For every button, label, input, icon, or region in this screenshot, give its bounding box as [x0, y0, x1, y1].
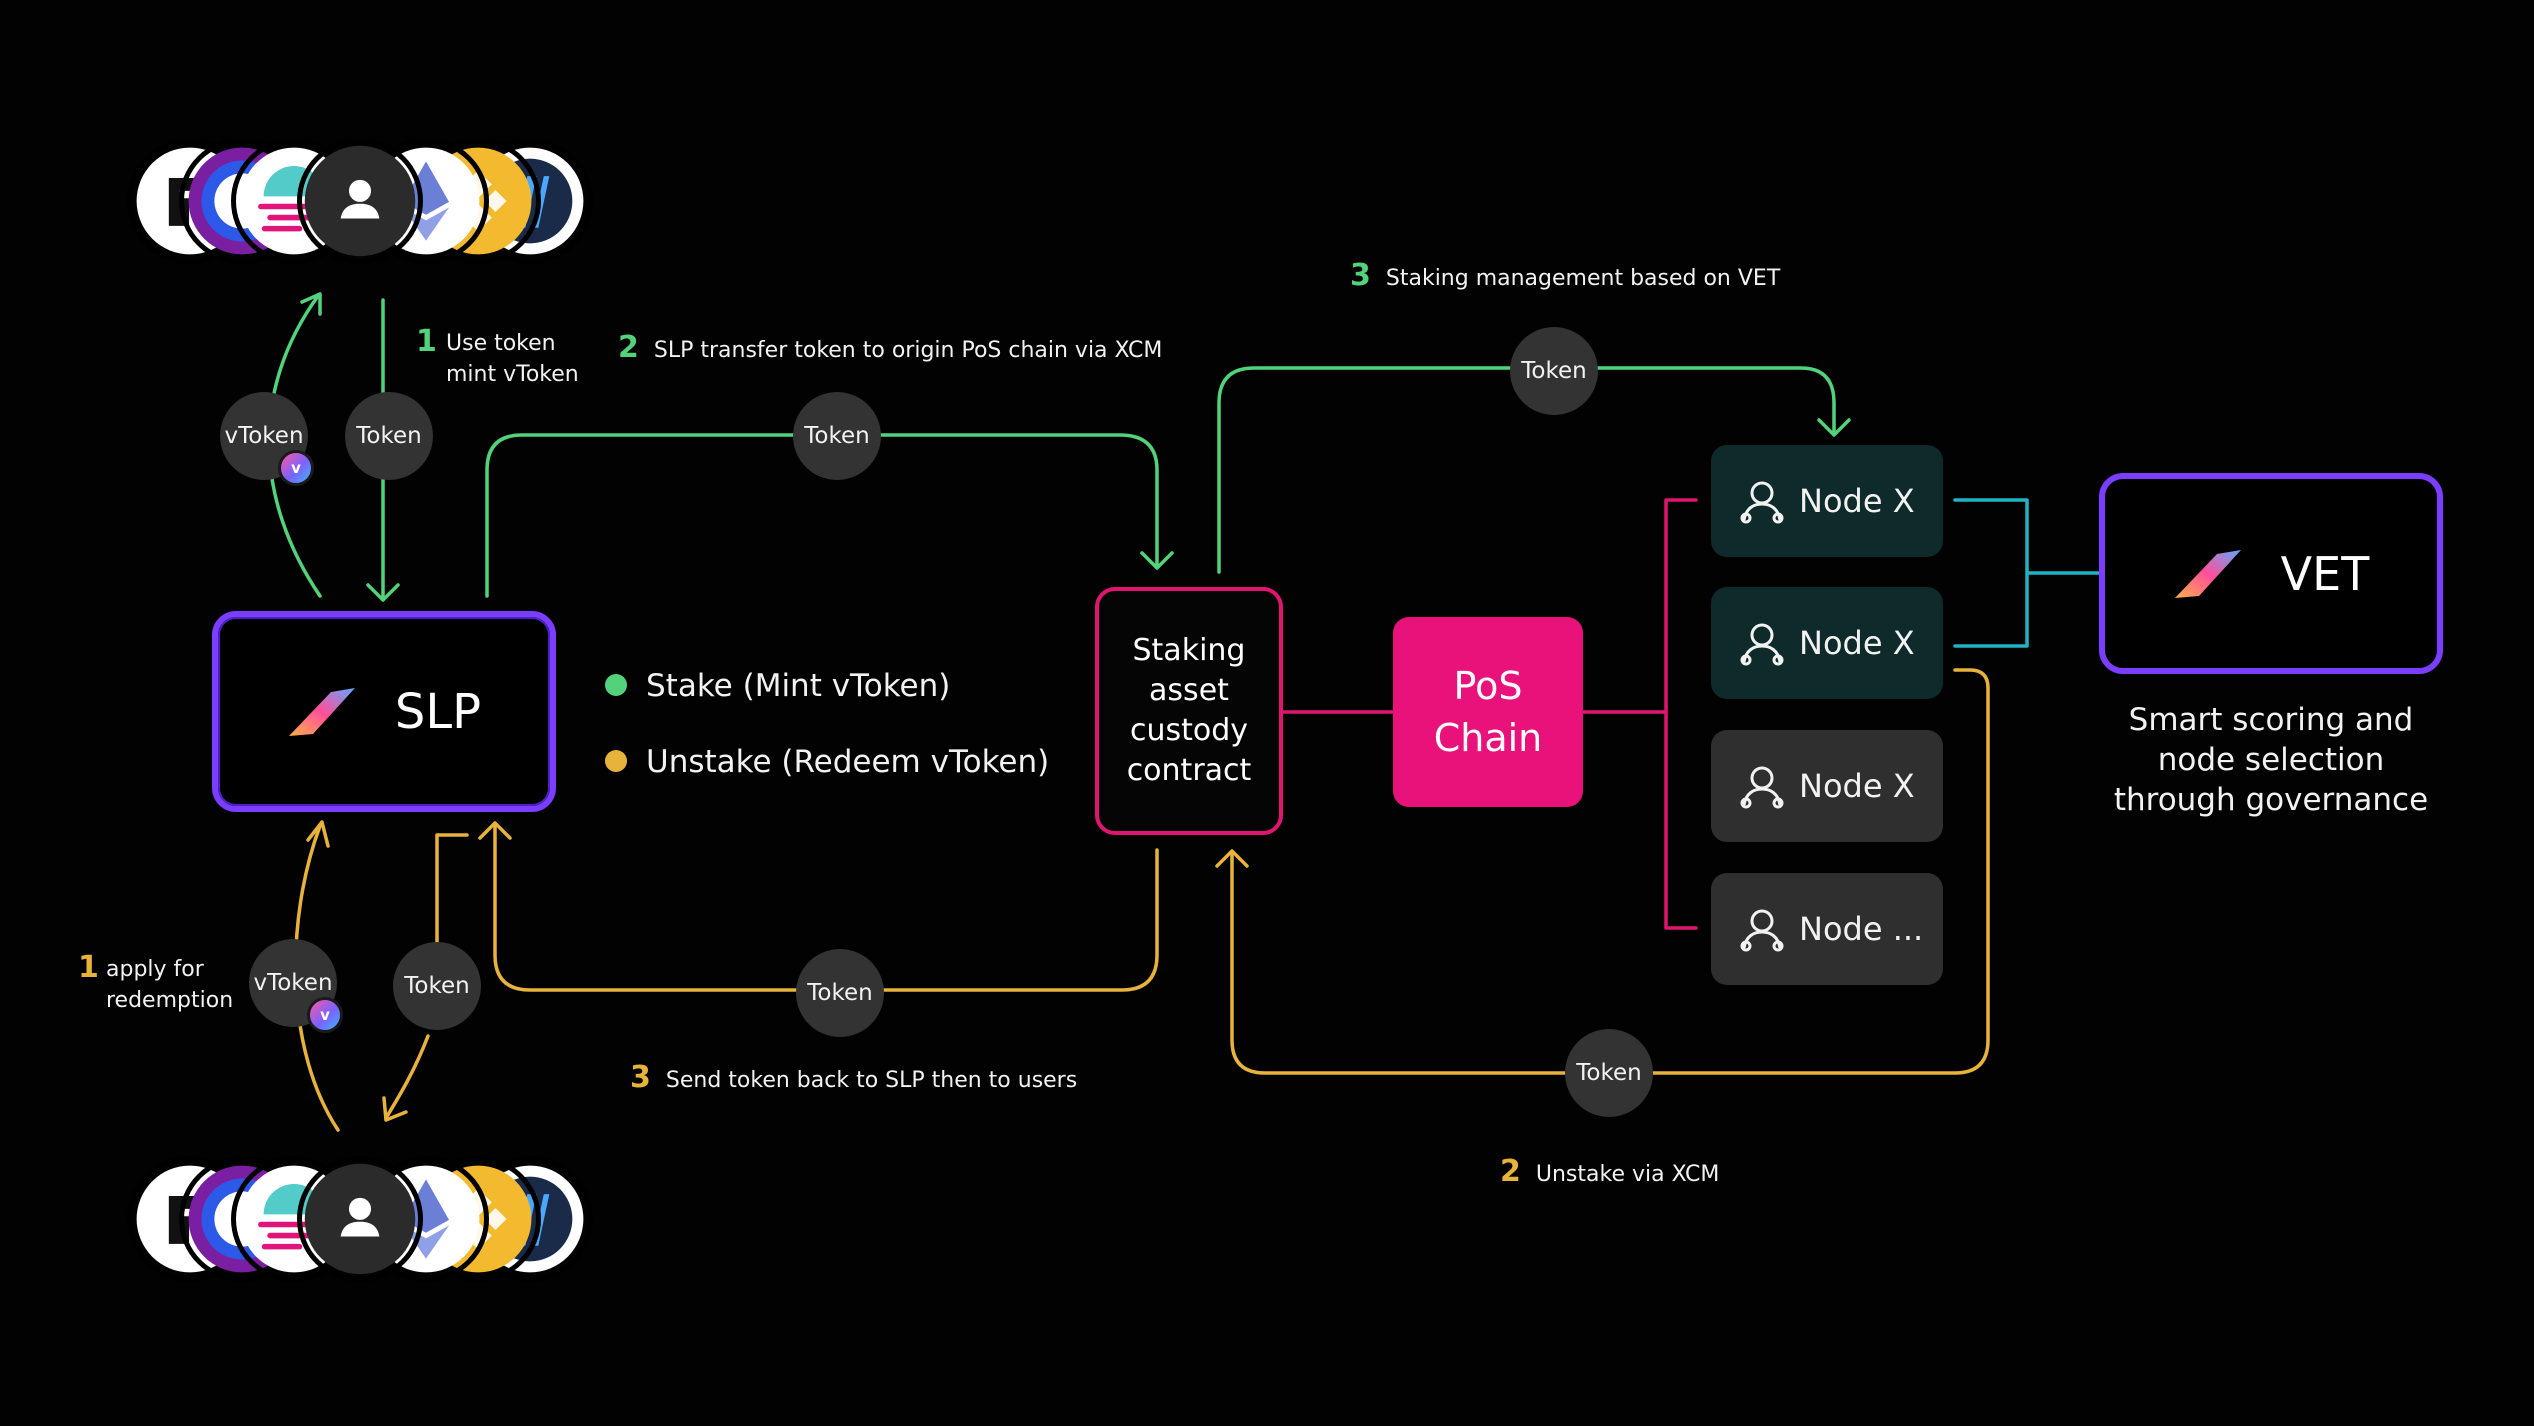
vtoken-bubble-top: vToken v	[220, 392, 314, 486]
slp-box: SLP	[212, 611, 556, 812]
step-number: 1	[416, 324, 437, 359]
user-icon	[1740, 766, 1784, 809]
bifrost-logo-icon	[2174, 549, 2241, 598]
magenta-bracket-nodes	[1664, 498, 1698, 930]
token-bubble-management: Token	[1510, 327, 1598, 415]
teal-link-nodes-vet	[1953, 498, 2101, 648]
step-number: 2	[1500, 1154, 1521, 1189]
user-icon	[1740, 623, 1784, 666]
vet-caption-line2: node selection	[2157, 742, 2385, 778]
vet-box: VET	[2099, 473, 2443, 674]
legend-dot-unstake	[605, 750, 627, 772]
pos-chain-box: PoS Chain	[1393, 617, 1583, 807]
custody-line2: asset	[1149, 673, 1229, 708]
user-icon	[1740, 909, 1784, 952]
step-use-token: 1 Use token mint vToken	[416, 324, 579, 390]
step-number: 3	[1350, 258, 1371, 293]
token-bubble-transfer-label: Token	[804, 423, 870, 449]
vet-caption: Smart scoring and node selection through…	[2099, 700, 2443, 820]
step-use-token-line2: mint vToken	[446, 362, 579, 387]
token-bubble-unstake-label: Token	[1576, 1060, 1642, 1086]
vtoken-bubble-bottom-label: vToken	[253, 970, 333, 996]
token-bubble-top: Token	[345, 392, 433, 480]
node-card: Node X	[1711, 445, 1943, 557]
node-card: Node X	[1711, 587, 1943, 699]
legend-stake-label: Stake (Mint vToken)	[646, 668, 951, 704]
token-bubble-unstake: Token	[1565, 1029, 1653, 1117]
vtoken-badge-icon: v	[307, 997, 343, 1033]
token-bubble-return-label: Token	[807, 980, 873, 1006]
top-avatar-cluster	[127, 138, 627, 268]
legend-dot-stake	[605, 674, 627, 696]
step-staking-management: 3 Staking management based on VET	[1350, 258, 1780, 293]
step-unstake-xcm: 2 Unstake via XCM	[1500, 1154, 1719, 1189]
token-bubble-return: Token	[796, 949, 884, 1037]
step-staking-management-text: Staking management based on VET	[1385, 266, 1781, 291]
token-bubble-bottom: Token	[393, 942, 481, 1030]
staking-custody-contract-box: Staking asset custody contract	[1095, 587, 1283, 835]
step-number: 1	[78, 950, 99, 985]
bifrost-logo-icon	[288, 687, 355, 736]
vtoken-badge-icon: v	[278, 450, 314, 486]
slp-label: SLP	[394, 683, 482, 740]
pos-line1: PoS	[1453, 664, 1523, 708]
vet-caption-line3: through governance	[2113, 782, 2429, 818]
bottom-avatar-cluster	[127, 1156, 627, 1286]
user-avatar-icon	[297, 1156, 423, 1282]
user-avatar-icon	[297, 138, 423, 264]
gold-arc-token-down	[384, 1034, 430, 1120]
coin-graphic	[304, 1163, 416, 1275]
pos-line2: Chain	[1433, 716, 1543, 760]
step-slp-transfer: 2 SLP transfer token to origin PoS chain…	[618, 330, 1162, 365]
step-apply-redemption: 1 apply for redemption	[78, 950, 234, 1016]
step-apply-redemption-line2: redemption	[106, 988, 234, 1013]
step-unstake-xcm-text: Unstake via XCM	[1535, 1162, 1720, 1187]
step-slp-transfer-text: SLP transfer token to origin PoS chain v…	[653, 338, 1163, 363]
token-bubble-top-label: Token	[356, 423, 422, 449]
vtoken-bubble-bottom: vToken v	[249, 939, 343, 1033]
legend-unstake-label: Unstake (Redeem vToken)	[646, 744, 1050, 780]
step-number: 3	[630, 1060, 651, 1095]
node-label: Node X	[1799, 767, 1915, 805]
custody-line4: contract	[1126, 753, 1252, 788]
step-send-back-text: Send token back to SLP then to users	[665, 1068, 1078, 1093]
node-label: Node X	[1799, 624, 1915, 662]
gold-line-nodes-to-custody	[1230, 668, 1990, 1075]
gold-line-bottom-token	[435, 833, 469, 947]
user-icon	[1740, 481, 1784, 524]
custody-line3: custody	[1129, 713, 1249, 748]
node-card: Node X	[1711, 730, 1943, 842]
vtoken-bubble-top-label: vToken	[224, 423, 304, 449]
vet-caption-line1: Smart scoring and	[2128, 702, 2414, 738]
vet-label: VET	[2280, 546, 2370, 601]
node-card: Node ...	[1711, 873, 1943, 985]
step-use-token-line1: Use token	[446, 331, 556, 356]
custody-line1: Staking	[1132, 633, 1246, 668]
token-bubble-transfer: Token	[793, 392, 881, 480]
coin-graphic	[304, 145, 416, 257]
token-bubble-bottom-label: Token	[404, 973, 470, 999]
green-line-slp-to-custody	[485, 433, 1159, 598]
token-bubble-management-label: Token	[1521, 358, 1587, 384]
step-number: 2	[618, 330, 639, 365]
node-label: Node X	[1799, 482, 1915, 520]
step-send-back: 3 Send token back to SLP then to users	[630, 1060, 1077, 1095]
node-label: Node ...	[1799, 910, 1924, 948]
step-apply-redemption-line1: apply for	[106, 957, 204, 982]
